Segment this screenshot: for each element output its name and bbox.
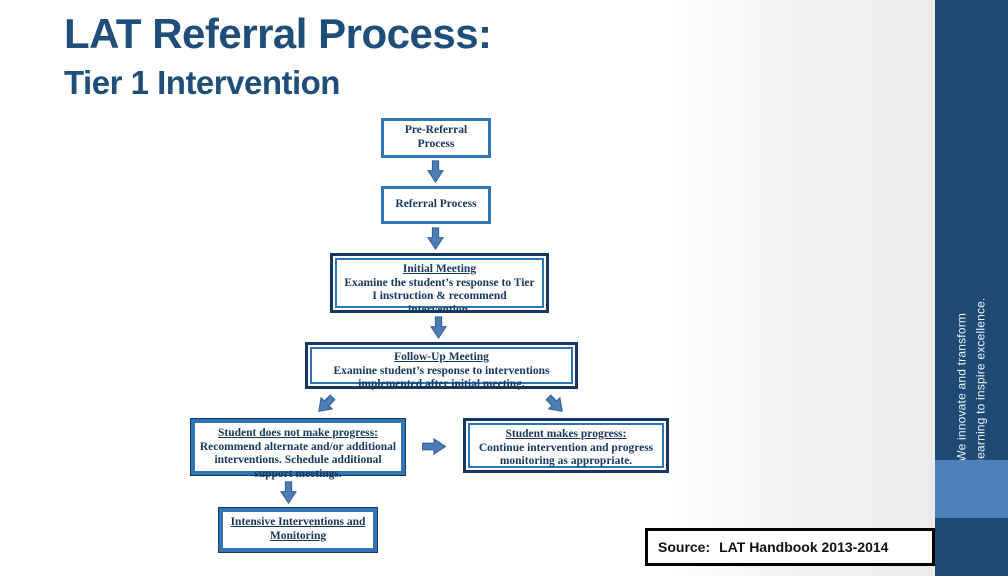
flow-box-title: Initial Meeting (402, 263, 477, 275)
flow-arrow-down-left-icon (318, 394, 336, 412)
slide-subtitle: Tier 1 Intervention (64, 64, 340, 101)
flow-box-body: Recommend alternate and/or additional in… (199, 440, 397, 480)
flow-arrow-down-icon (279, 481, 298, 504)
flow-box-title: Student does not make progress: (218, 427, 378, 439)
flow-box-referral: Referral Process (381, 186, 491, 224)
flow-box-intensive-interventions: Intensive Interventions and Monitoring (218, 507, 378, 553)
sidebar-motto-line2: learning to inspire excellence. (973, 297, 988, 463)
source-label: Source: (658, 539, 711, 555)
flow-arrow-down-icon (429, 316, 448, 339)
sidebar-motto-line1: We innovate and transform (954, 313, 969, 463)
sidebar-motto: We innovate and transform learning to in… (935, 270, 1008, 490)
flow-box-body: Examine student’s response to interventi… (333, 364, 550, 391)
flow-box-title: Pre-Referral Process (404, 124, 468, 150)
flow-box-title: Intensive Interventions and Monitoring (230, 516, 366, 542)
flow-box-title: Follow-Up Meeting (394, 351, 489, 363)
flow-box-title: Referral Process (395, 198, 477, 211)
source-citation-box: Source: LAT Handbook 2013-2014 (645, 528, 935, 566)
flow-arrow-down-icon (426, 160, 445, 183)
flow-arrow-down-icon (426, 227, 445, 250)
flow-box-initial-meeting: Initial Meeting Examine the student’s re… (330, 253, 549, 316)
flow-arrow-right-icon (422, 437, 447, 456)
flow-box-title: Student makes progress: (505, 428, 627, 440)
slide-gradient-shading (668, 0, 935, 576)
flow-box-pre-referral: Pre-Referral Process (381, 118, 491, 158)
flow-arrow-down-right-icon (545, 394, 563, 412)
sidebar: We innovate and transform learning to in… (935, 0, 1008, 576)
flow-box-body: Continue intervention and progress monit… (478, 441, 654, 468)
flow-box-no-progress: Student does not make progress: Recommen… (190, 418, 406, 480)
flow-box-body: Examine the student’s response to Tier I… (344, 276, 535, 316)
slide-title: LAT Referral Process: (64, 10, 492, 57)
source-text: LAT Handbook 2013-2014 (719, 539, 889, 555)
flow-box-follow-up-meeting: Follow-Up Meeting Examine student’s resp… (305, 342, 578, 391)
flow-box-makes-progress: Student makes progress: Continue interve… (463, 418, 669, 473)
sidebar-accent-band (935, 460, 1008, 518)
